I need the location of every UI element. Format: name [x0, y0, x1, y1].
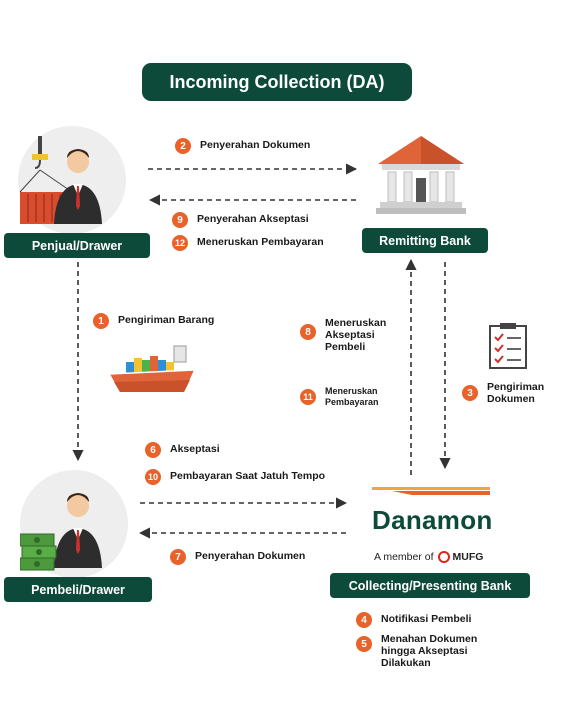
step-text: Penyerahan Dokumen — [195, 550, 306, 562]
step-12: 12 Meneruskan Pembayaran — [172, 235, 324, 251]
danamon-logo: Danamon — [372, 485, 492, 536]
step-10: 10 Pembayaran Saat Jatuh Tempo — [145, 469, 325, 485]
mufg-text: MUFG — [452, 551, 484, 563]
step-badge: 2 — [175, 138, 191, 154]
buyer-label: Pembeli/Drawer — [4, 577, 152, 602]
checklist-illustration — [486, 322, 532, 370]
seller-illustration — [18, 126, 126, 234]
member-text: A member of — [374, 551, 434, 563]
step-3: 3 Pengiriman Dokumen — [462, 380, 548, 405]
brand-name: Danamon — [372, 505, 493, 535]
step-text: Pengiriman Dokumen — [487, 381, 545, 405]
collecting-bank-label: Collecting/Presenting Bank — [330, 573, 530, 598]
ship-illustration — [108, 340, 196, 398]
brand-member-line: A member of MUFG — [374, 551, 483, 563]
step-6: 6 Akseptasi — [145, 442, 220, 458]
step-text: Akseptasi — [170, 443, 220, 455]
step-text: Pembayaran Saat Jatuh Tempo — [170, 470, 326, 482]
diagram-title: Incoming Collection (DA) — [142, 63, 412, 101]
step-text: Meneruskan Akseptasi Pembeli — [325, 317, 387, 353]
step-badge: 9 — [172, 212, 188, 228]
step-text: Menahan Dokumen hingga Akseptasi Dilakuk… — [381, 633, 478, 669]
bank-icon — [376, 136, 466, 214]
step-badge: 1 — [93, 313, 109, 329]
step-2: 2 Penyerahan Dokumen — [175, 138, 310, 154]
remitting-bank-illustration — [374, 134, 468, 218]
step-5: 5 Menahan Dokumen hingga Akseptasi Dilak… — [356, 632, 496, 669]
danamon-stripes-icon — [372, 487, 490, 495]
ship-icon — [109, 345, 195, 392]
step-text: Meneruskan Pembayaran — [325, 386, 379, 407]
remitting-bank-label: Remitting Bank — [362, 228, 488, 253]
step-badge: 11 — [300, 389, 316, 405]
step-11: 11 Meneruskan Pembayaran — [300, 385, 396, 408]
step-text: Meneruskan Pembayaran — [197, 236, 324, 248]
step-badge: 10 — [145, 469, 161, 485]
seller-icon — [19, 136, 102, 224]
step-1: 1 Pengiriman Barang — [93, 313, 214, 329]
step-text: Penyerahan Akseptasi — [197, 213, 309, 225]
checklist-icon — [489, 323, 527, 369]
step-text: Notifikasi Pembeli — [381, 613, 472, 625]
step-badge: 8 — [300, 324, 316, 340]
step-9: 9 Penyerahan Akseptasi — [172, 212, 309, 228]
step-text: Penyerahan Dokumen — [200, 139, 311, 151]
step-4: 4 Notifikasi Pembeli — [356, 612, 471, 628]
buyer-icon — [19, 493, 102, 571]
step-7: 7 Penyerahan Dokumen — [170, 549, 305, 565]
buyer-illustration — [19, 470, 128, 578]
step-badge: 5 — [356, 636, 372, 652]
step-badge: 4 — [356, 612, 372, 628]
step-badge: 7 — [170, 549, 186, 565]
step-badge: 3 — [462, 385, 478, 401]
step-text: Pengiriman Barang — [118, 314, 215, 326]
seller-label: Penjual/Drawer — [4, 233, 150, 258]
step-badge: 12 — [172, 235, 188, 251]
step-8: 8 Meneruskan Akseptasi Pembeli — [300, 316, 400, 353]
step-badge: 6 — [145, 442, 161, 458]
mufg-logo-icon — [437, 551, 450, 563]
